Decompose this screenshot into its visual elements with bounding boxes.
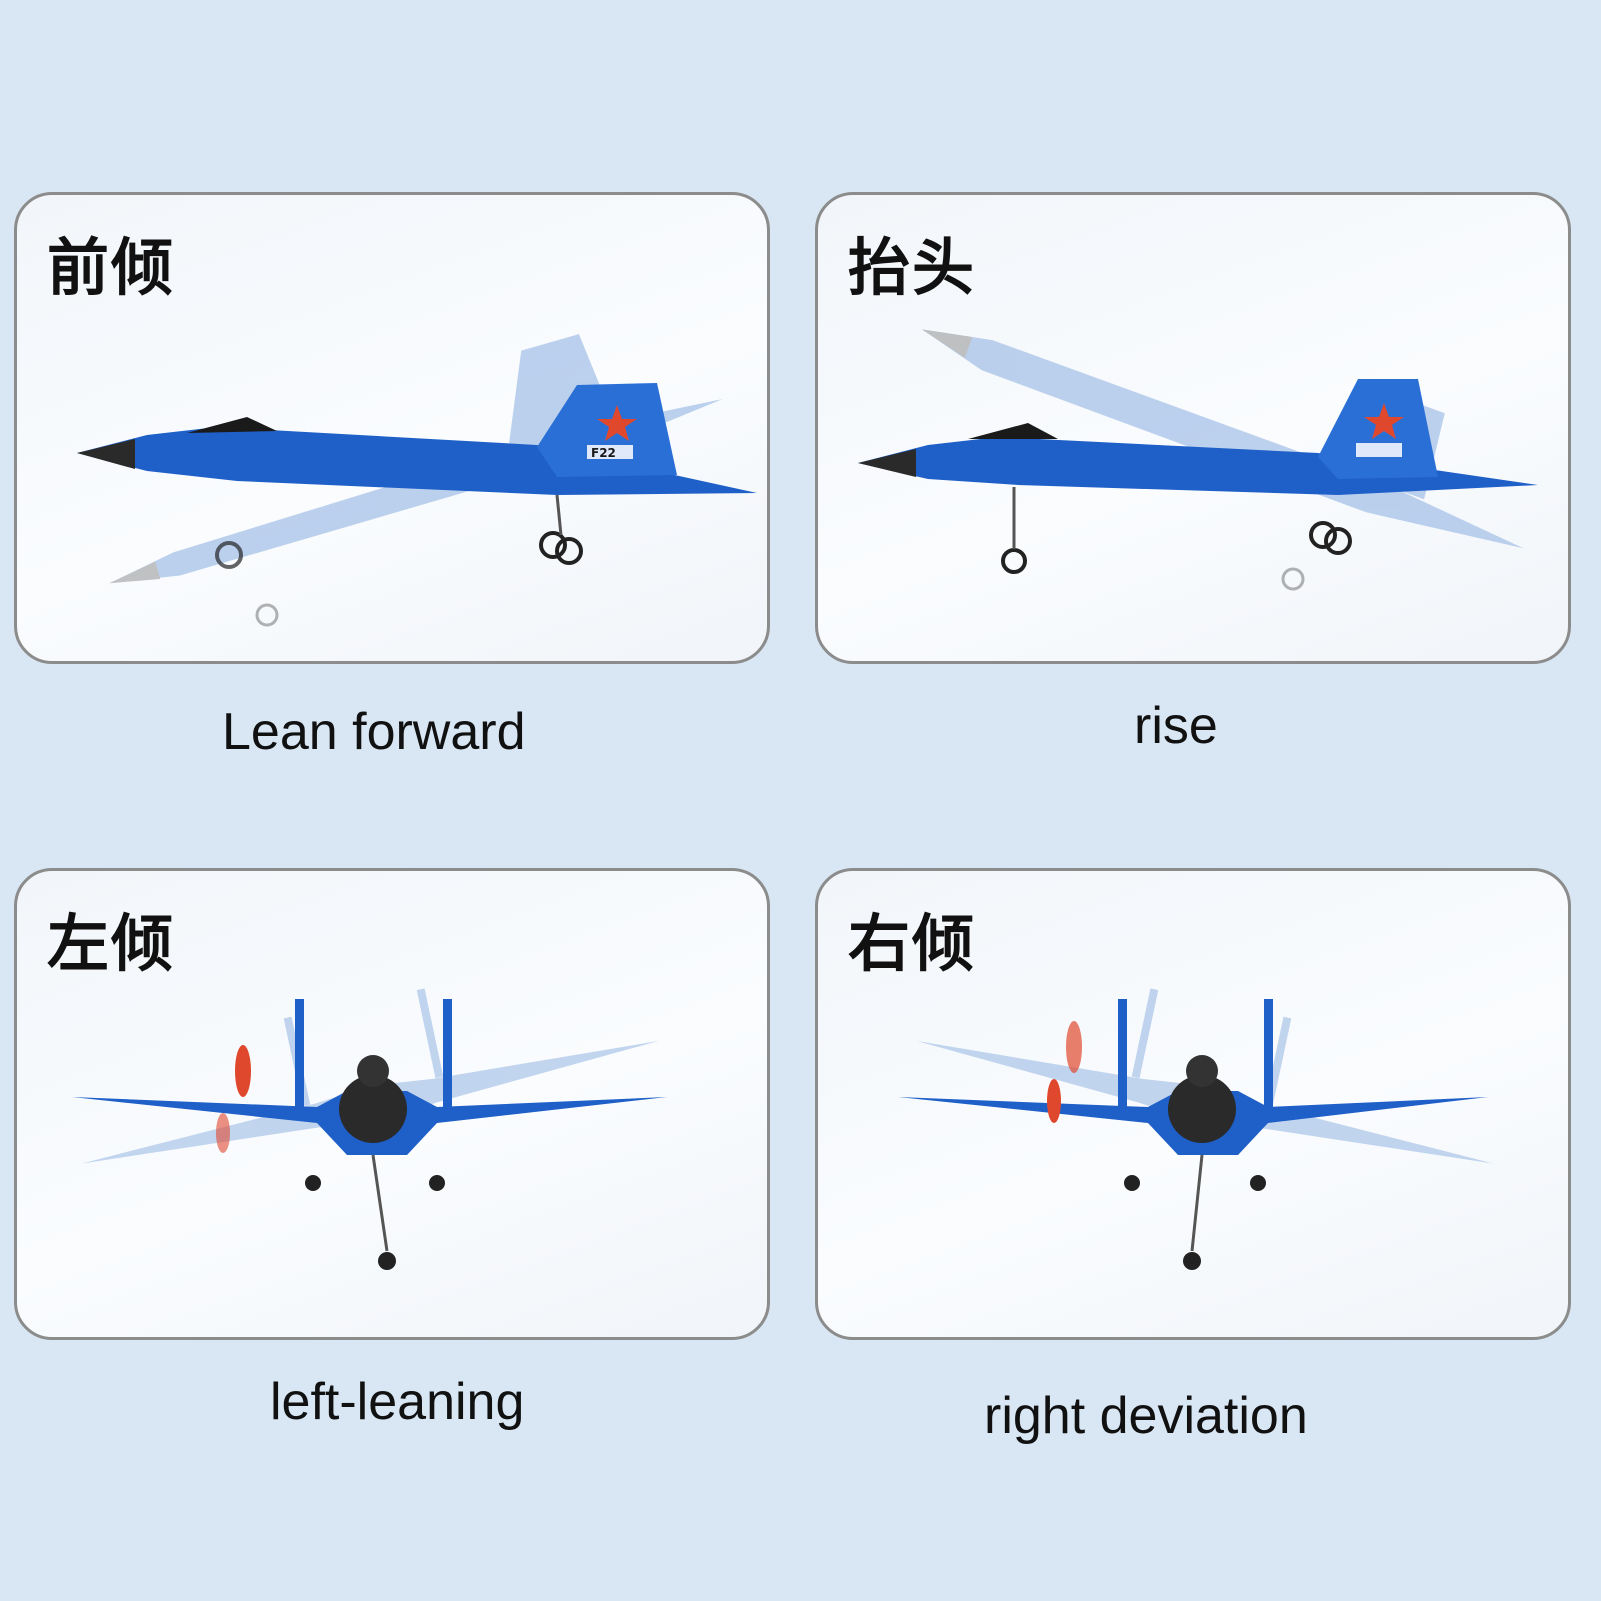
panel-title-cn: 抬头 [848,231,977,304]
panel-right-deviation: 右倾 [815,868,1571,1340]
panel-title-cn: 右倾 [848,907,977,980]
caption-rise: rise [1134,697,1218,755]
plane-side-pitch-up-illustration [858,329,1538,591]
caption-left-leaning: left-leaning [270,1373,525,1431]
panel-title-cn: 前倾 [47,231,176,304]
plane-front-roll-left-illustration [72,988,667,1270]
panel-rise: 抬头 [815,192,1571,664]
caption-right-deviation: right deviation [984,1387,1308,1445]
panel-lean-forward: F22 前倾 [14,192,770,664]
plane-side-pitch-down-illustration: F22 [77,334,757,627]
panel-left-leaning: 左倾 [14,868,770,1340]
caption-lean-forward: Lean forward [222,703,526,761]
tail-code-text: F22 [591,446,616,460]
panel-title-cn: 左倾 [47,907,176,980]
plane-front-roll-right-illustration [898,988,1494,1270]
